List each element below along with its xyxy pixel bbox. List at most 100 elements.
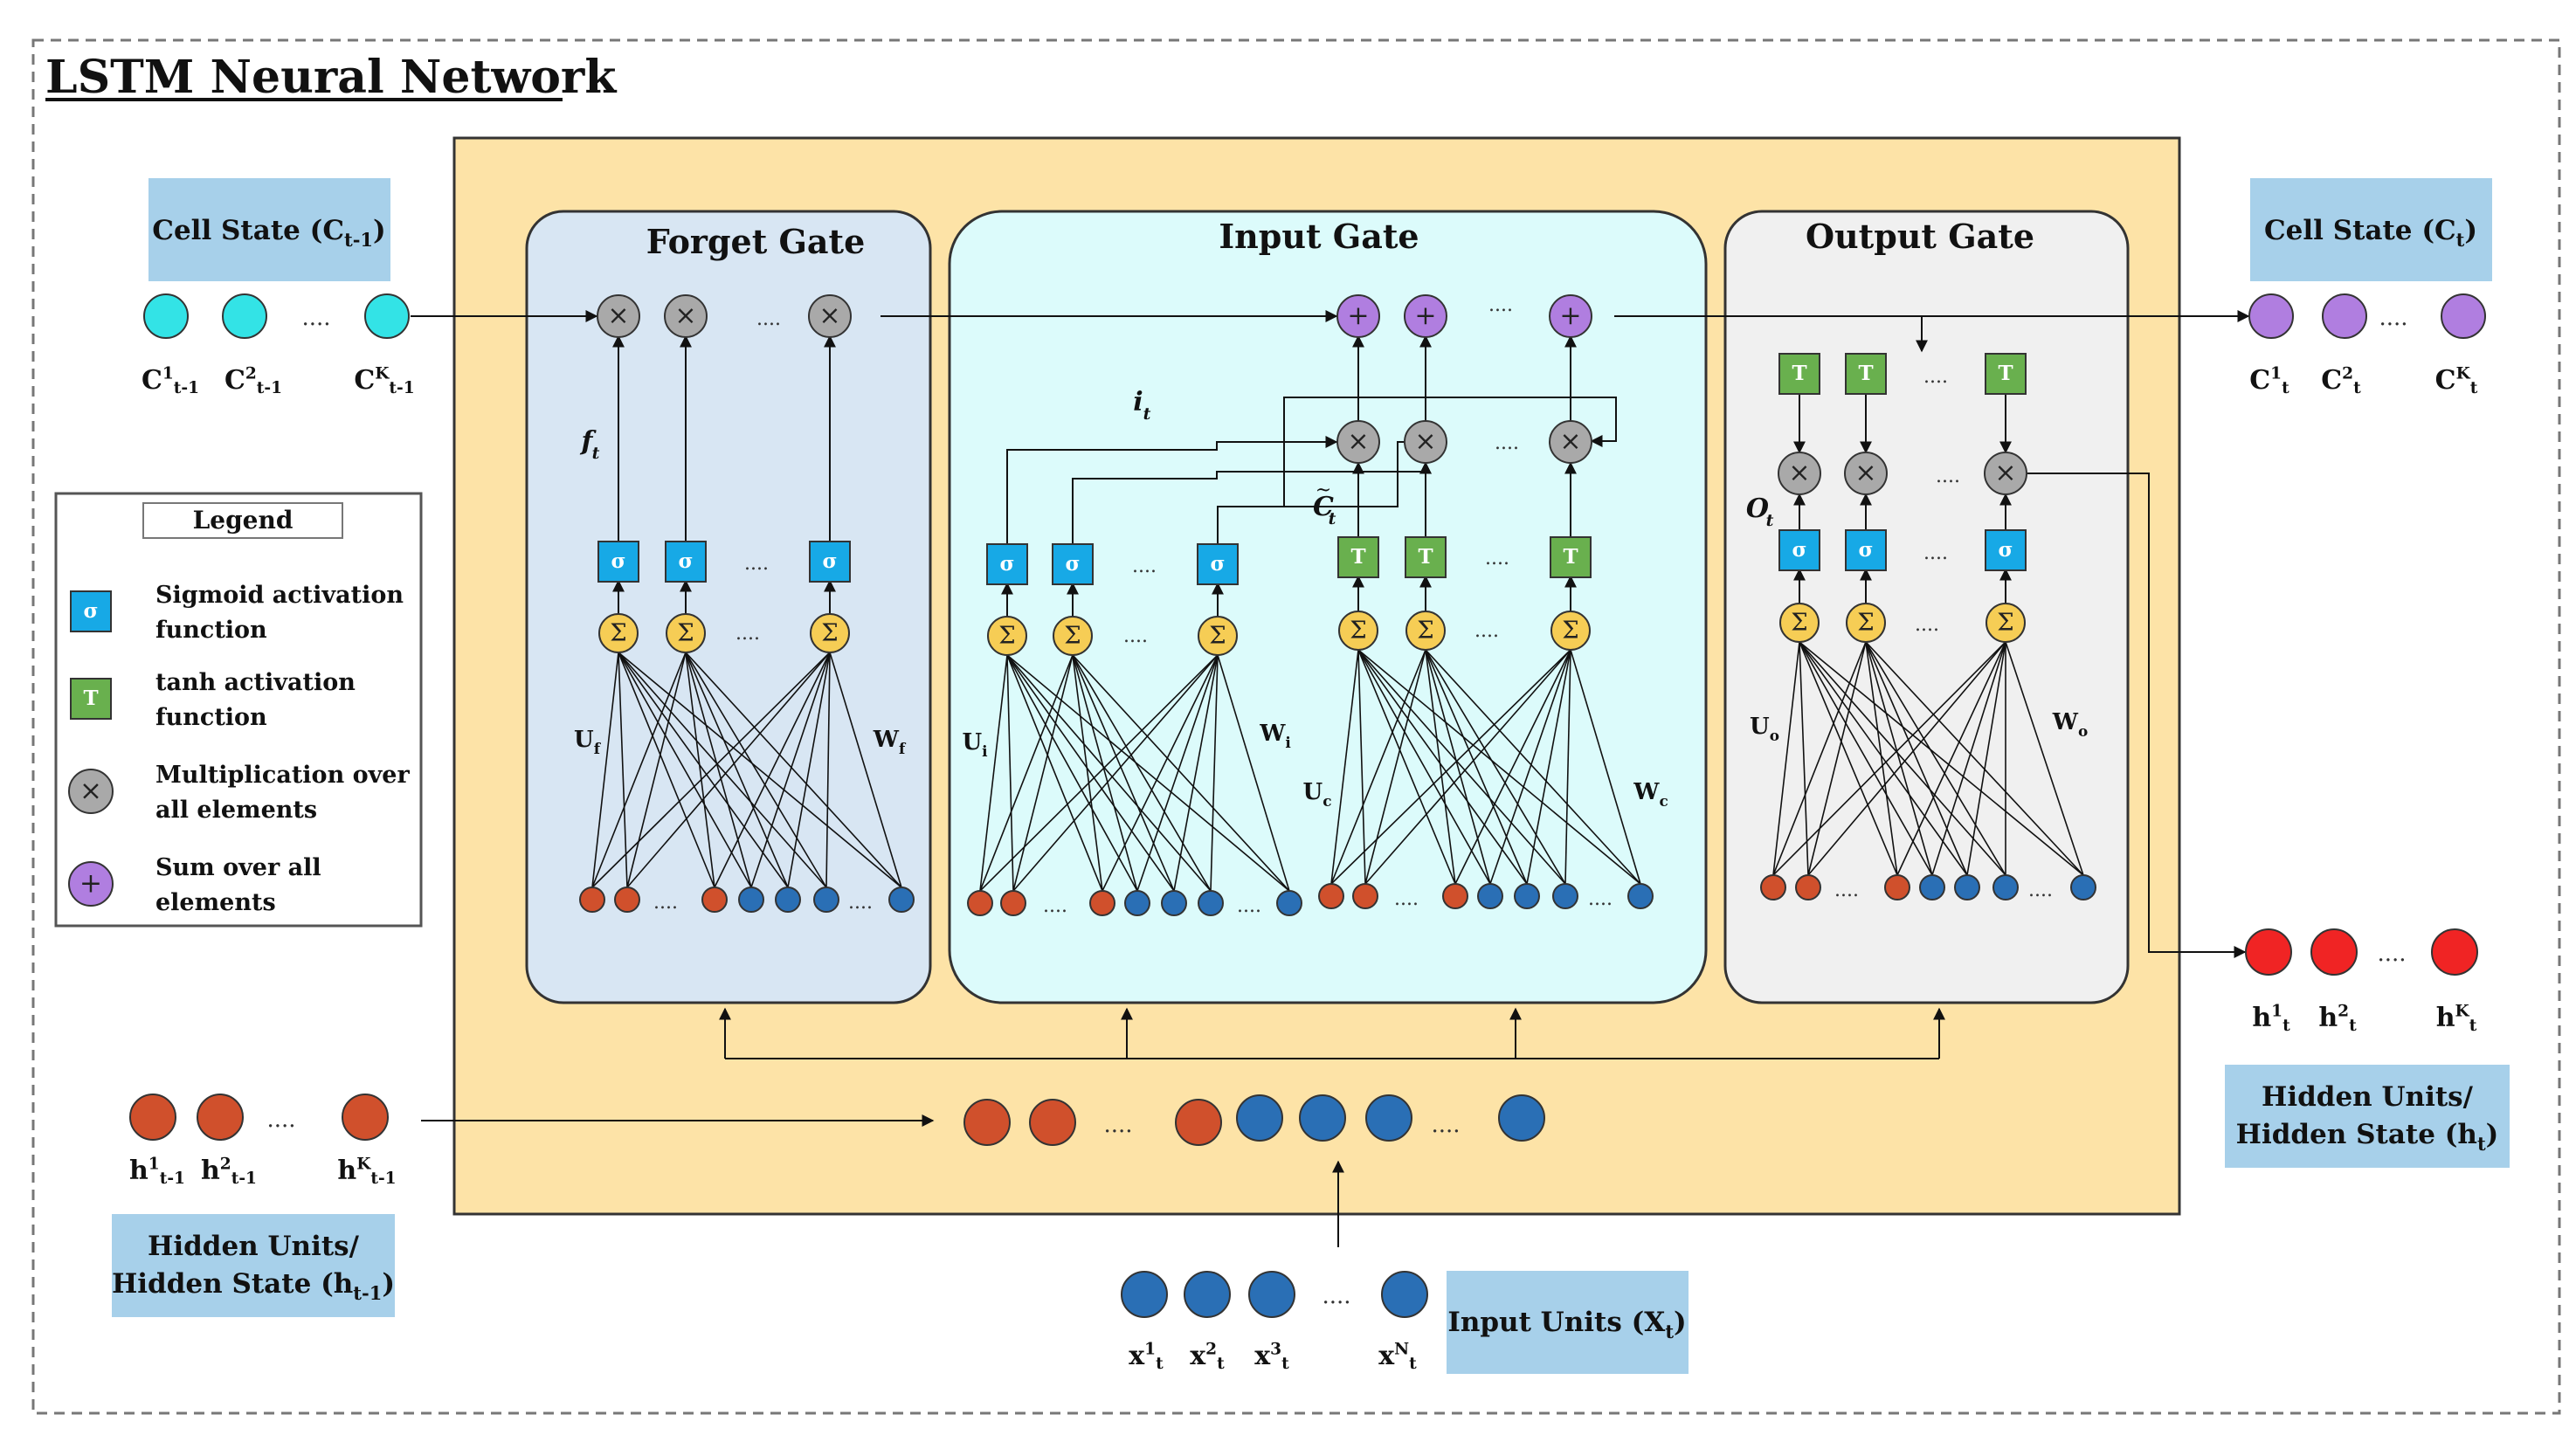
- cell-prev-node: [222, 293, 267, 339]
- gate-ellipsis: ....: [744, 553, 769, 575]
- input-it-sub: t: [1143, 404, 1151, 424]
- weight-line: [618, 652, 628, 888]
- sum-node-symbol: Σ: [1209, 622, 1226, 650]
- output-wo-label: Wo: [2052, 709, 2088, 740]
- cell-state-prev-box: [148, 178, 390, 281]
- weight-line: [1006, 654, 1103, 892]
- weight-line: [685, 652, 789, 888]
- legend-item-label: Sum over all: [155, 854, 321, 881]
- weight-line: [685, 652, 827, 888]
- weight-line: [1772, 641, 1867, 876]
- weight-line: [618, 652, 902, 888]
- hidden-prev-node: [197, 1094, 244, 1141]
- hidden-out-ellipsis: ....: [2377, 941, 2406, 967]
- weight-line: [1357, 649, 1491, 885]
- weight-line: [829, 652, 902, 888]
- weight-line: [1772, 641, 1800, 876]
- output-sigmoid-node-symbol: σ: [1999, 538, 2013, 562]
- weight-line: [979, 654, 1219, 892]
- legend-sigmoid-icon: [70, 590, 112, 632]
- input-unit-node: [1381, 1271, 1428, 1318]
- weight-line: [787, 652, 831, 888]
- output-ot-sub: t: [1766, 511, 1774, 530]
- input-multiply-node-symbol: ×: [1559, 426, 1581, 457]
- output-tanh-node: [1985, 353, 2027, 395]
- gate-input-x-node: [738, 887, 764, 913]
- weight-line: [591, 652, 831, 888]
- hidden-prev-label: h1t-1: [129, 1156, 185, 1189]
- gate-input-x-node: [1514, 883, 1540, 909]
- weight-line: [1807, 641, 1867, 876]
- cell-out-node: [2322, 293, 2367, 339]
- gate-ellipsis: ....: [1834, 880, 1859, 901]
- input-multiply-node-symbol: ×: [1347, 426, 1369, 457]
- gate-input-h-node: [579, 887, 605, 913]
- input-it-label: i: [1133, 387, 1143, 417]
- cell-sum-node-symbol: +: [1347, 300, 1369, 331]
- forget-gate-title: Forget Gate: [646, 222, 866, 261]
- sum-node-symbol: Σ: [1857, 609, 1874, 637]
- sum-node-symbol: Σ: [1562, 617, 1578, 645]
- output-multiply-node-symbol: ×: [1788, 458, 1810, 488]
- input-sigmoid-node: [1052, 543, 1094, 585]
- weight-line: [1102, 654, 1219, 892]
- legend-title: Legend: [193, 506, 294, 535]
- weight-line: [1173, 654, 1219, 892]
- weight-line: [1799, 641, 2084, 876]
- sum-node-symbol: Σ: [1997, 609, 2013, 637]
- weight-line: [979, 654, 1074, 892]
- output-tanh-node-symbol: T: [1998, 362, 2013, 385]
- output-tanh-node-symbol: T: [1858, 362, 1873, 385]
- weight-line: [1072, 654, 1290, 892]
- gate-input-h-node: [1795, 874, 1821, 900]
- it-route-1: [1006, 436, 1338, 544]
- weight-line: [1526, 649, 1571, 885]
- it-route-2: [1072, 461, 1432, 544]
- weight-line: [1012, 654, 1074, 892]
- hidden-out-node: [2310, 928, 2358, 976]
- input-unit-label: x1t: [1129, 1341, 1164, 1374]
- cell-prev-label: CKt-1: [354, 365, 414, 398]
- input-unit-ellipsis: ....: [1322, 1283, 1350, 1309]
- gate-input-x-node: [1992, 874, 2019, 900]
- hidden-state-out-box: [2225, 1065, 2510, 1168]
- weight-line: [1896, 641, 2006, 876]
- cell-sum-node: [1404, 294, 1447, 338]
- legend-tanh-icon: [70, 678, 112, 720]
- input-tanh-node: [1337, 536, 1379, 578]
- concat-x-node: [1498, 1094, 1545, 1142]
- gate-input-x-node: [1627, 883, 1654, 909]
- output-sigmoid-node-symbol: σ: [1859, 538, 1874, 562]
- cell-state-out-label: Cell State (Ct): [2264, 215, 2477, 251]
- cell-out-label: C2t: [2321, 365, 2361, 398]
- legend-multiply-icon: [68, 769, 114, 814]
- weight-line: [1799, 641, 2006, 876]
- legend-tanh-icon-symbol: T: [83, 687, 98, 710]
- sum-node-symbol: Σ: [998, 622, 1015, 650]
- forget-uf-label: Uf: [574, 727, 602, 757]
- forget-wf-label: Wf: [873, 727, 907, 757]
- legend-item-label: tanh activation: [155, 669, 356, 696]
- sum-node: [1779, 603, 1820, 643]
- gate-ellipsis: ....: [1043, 895, 1067, 917]
- weight-line: [1357, 649, 1528, 885]
- output-sigmoid-node-symbol: σ: [1792, 538, 1807, 562]
- hidden-state-prev-box: [112, 1214, 395, 1317]
- input-tanh-node: [1550, 536, 1592, 578]
- hidden-prev-ellipsis: ....: [266, 1107, 295, 1133]
- forget-multiply-node-symbol: ×: [607, 300, 629, 331]
- connections: [411, 310, 2250, 1247]
- sum-node: [1846, 603, 1886, 643]
- weight-line: [1425, 649, 1528, 885]
- gate-input-h-node: [1442, 883, 1468, 909]
- weight-line: [1357, 649, 1641, 885]
- output-tanh-node: [1778, 353, 1820, 395]
- cell-state-prev-label: Cell State (Ct-1): [152, 215, 385, 251]
- gate-ellipsis: ....: [2028, 880, 2053, 901]
- forget-sigmoid-node: [809, 541, 851, 583]
- sum-node-symbol: Σ: [1064, 622, 1081, 650]
- sum-node: [1053, 616, 1093, 656]
- input-multiply-node-symbol: ×: [1414, 426, 1436, 457]
